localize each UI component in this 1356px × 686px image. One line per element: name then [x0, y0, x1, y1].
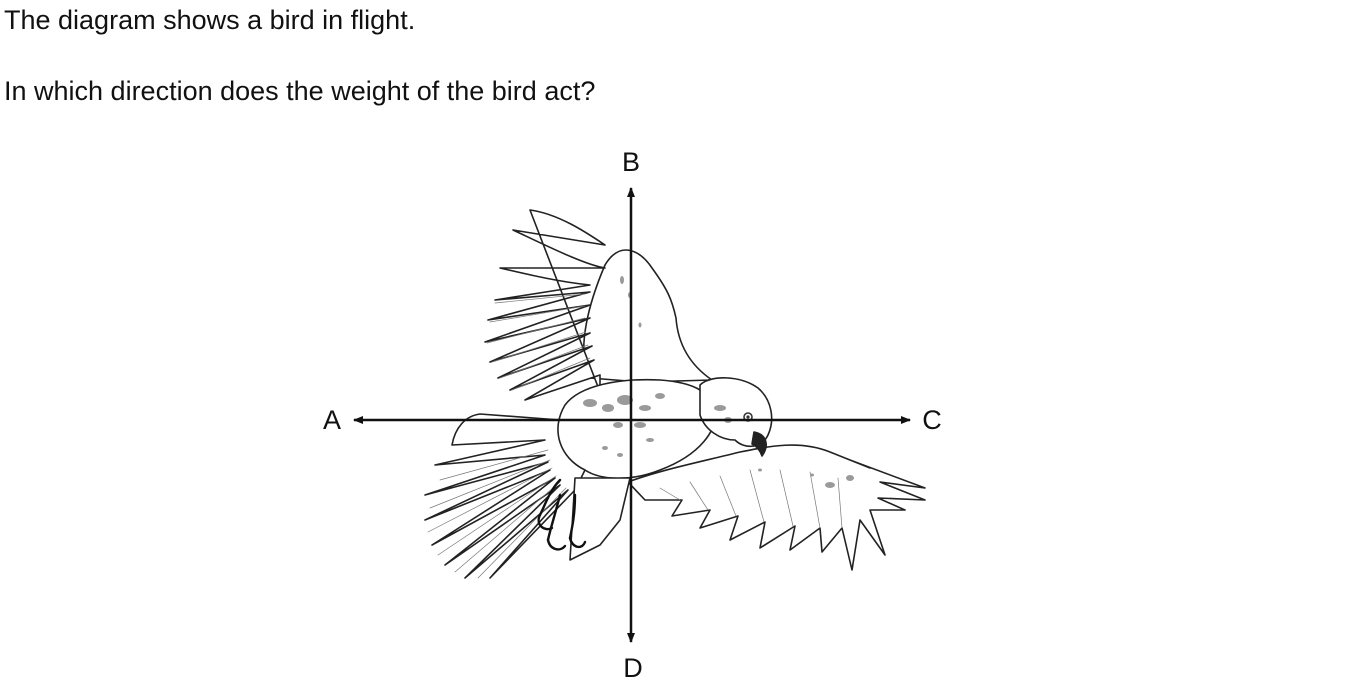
intro-text: The diagram shows a bird in flight.: [4, 5, 416, 35]
plumage-spots: [583, 276, 854, 488]
question-text: In which direction does the weight of th…: [4, 76, 596, 106]
bird-talons: [537, 478, 587, 551]
upper-wing: [484, 209, 713, 401]
label-b: B: [622, 147, 640, 177]
bird-beak: [751, 431, 767, 457]
bird-head: [699, 377, 773, 448]
bird-body: [557, 378, 717, 480]
label-c: C: [922, 405, 942, 435]
label-d: D: [623, 653, 643, 683]
label-a: A: [323, 405, 341, 435]
bird-illustration: [424, 209, 926, 579]
direction-axes: [353, 187, 911, 643]
bird-tail: [569, 477, 631, 561]
